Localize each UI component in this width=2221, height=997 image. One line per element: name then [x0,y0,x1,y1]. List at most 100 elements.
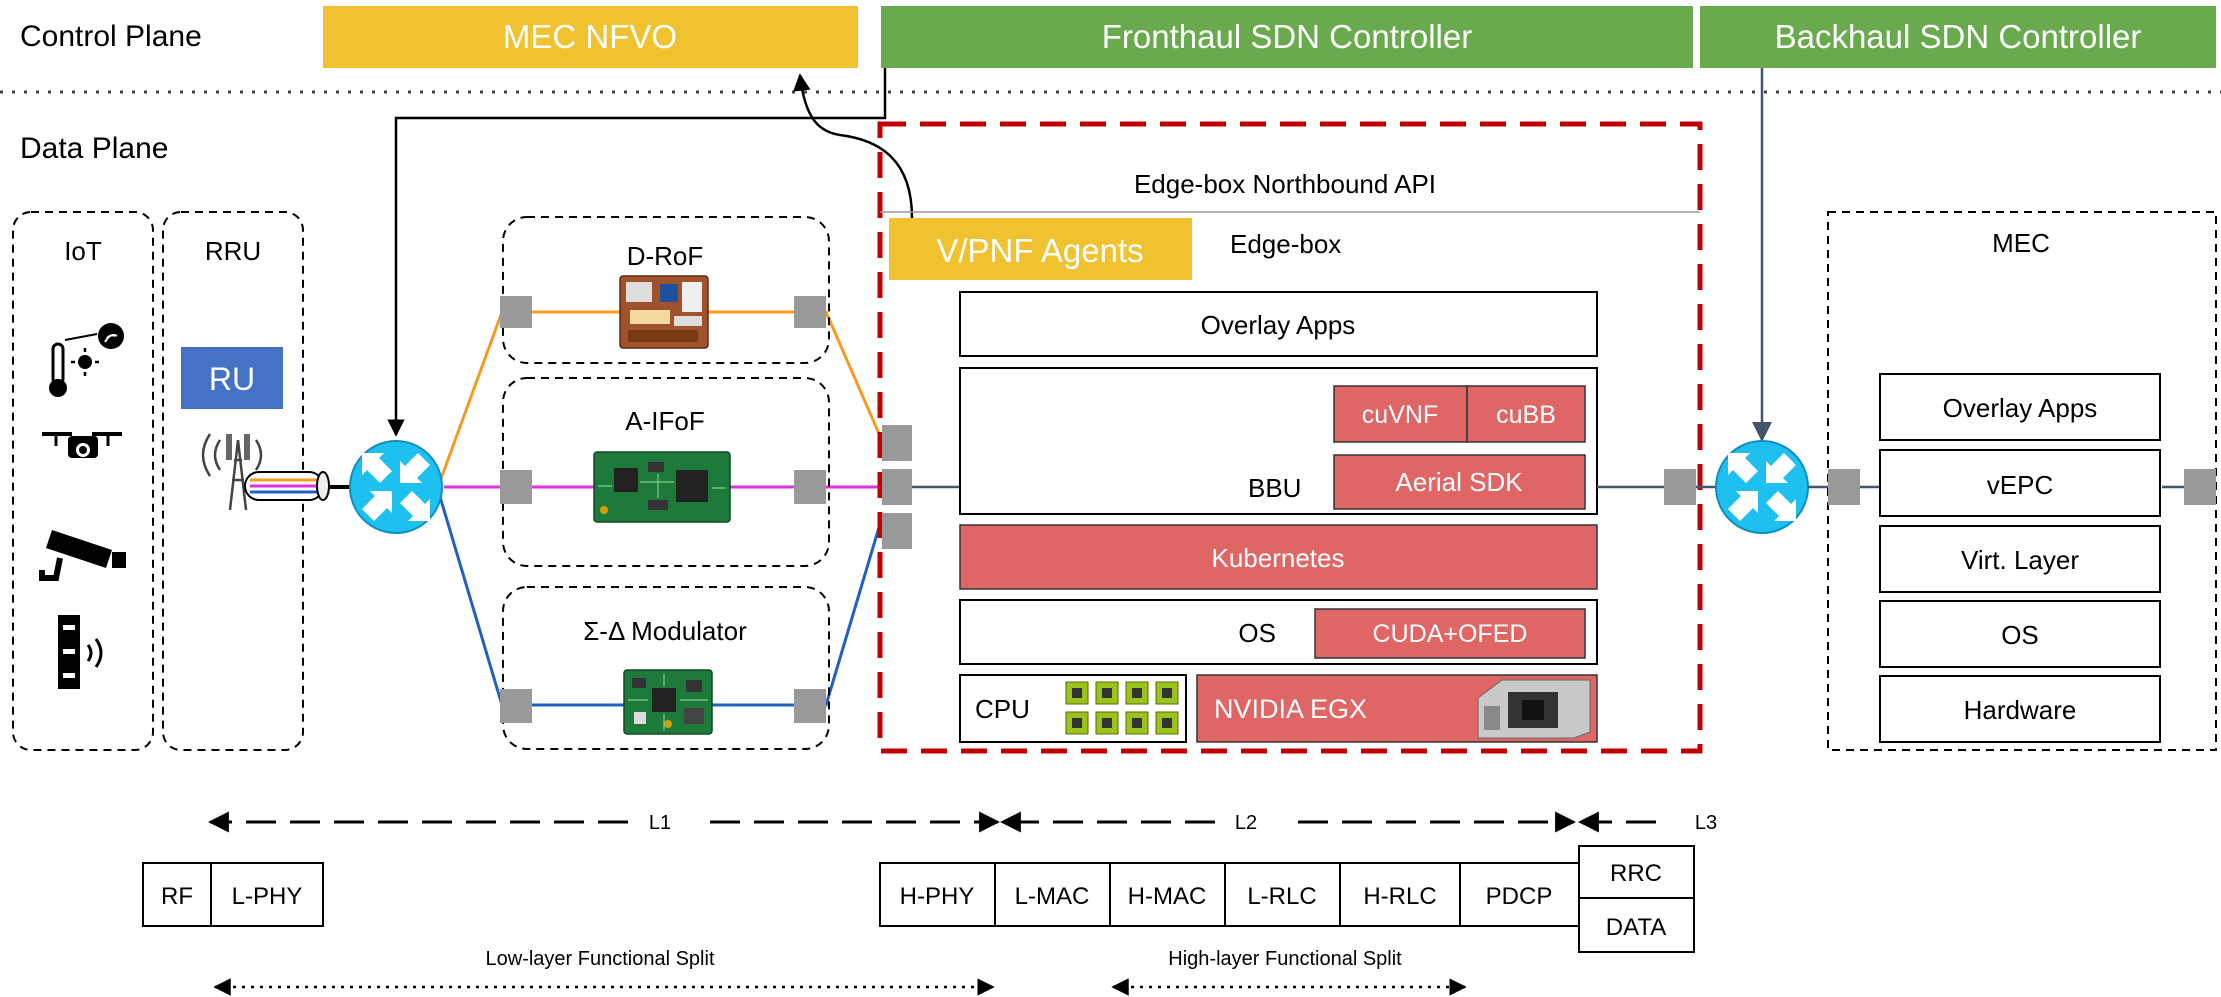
drone-icon [42,432,122,458]
stack-lmac-label: L-MAC [1015,883,1090,910]
edge-northbound-api-label: Edge-box Northbound API [1134,169,1436,199]
port-square [882,513,912,549]
overlay-apps-box[interactable]: Overlay Apps [959,291,1598,357]
protocol-stack: RF L-PHY H-PHY L-MAC H-MAC L-RLC H-RLC [142,845,1695,953]
stack-data-label: DATA [1606,914,1666,941]
camera-icon [39,530,126,581]
circuit-board-icon [619,275,709,349]
iot-group: IoT [12,211,154,751]
nvidia-egx-box[interactable]: NVIDIA EGX [1196,674,1598,743]
layer-arrows: L1 L2 L3 [207,811,1717,834]
edge-box-group: Edge-box Northbound API V/PNF Agents Edg… [877,121,1703,754]
rru-title: RRU [205,236,261,266]
iot-title: IoT [64,236,102,266]
a-ifof-group: A-IFoF [500,377,830,567]
l1-label: L1 [649,812,671,834]
os-label: OS [1238,618,1276,648]
mec-os-box[interactable]: OS [1879,600,2161,668]
a-ifof-title: A-IFoF [625,406,704,436]
wireless-device-icon [58,615,103,689]
stack-hmac-label: H-MAC [1128,883,1207,910]
high-layer-split-label: High-layer Functional Split [1168,948,1402,970]
ru-label: RU [209,361,255,397]
mec-hardware-box[interactable]: Hardware [1879,675,2161,743]
mec-layer-label: Virt. Layer [1961,545,2079,575]
agents-to-nfvo-arrow [793,73,914,219]
stack-rrc: RRC [1578,845,1695,899]
port-square [500,296,532,328]
port-square [1828,469,1860,505]
bbu-label: BBU [1248,473,1301,503]
stack-rf-label: RF [161,883,193,910]
vpnf-agents-box[interactable]: V/PNF Agents [889,218,1192,280]
aerial-sdk-label: Aerial SDK [1395,467,1523,497]
mec-vepc-box[interactable]: vEPC [1879,449,2161,517]
fronthaul-sdn-controller-box[interactable]: Fronthaul SDN Controller [881,6,1693,68]
cuvnf-label: cuVNF [1362,401,1438,429]
backhaul-sdn-controller-box[interactable]: Backhaul SDN Controller [1700,6,2216,68]
fronthaul-sdn-controller-label: Fronthaul SDN Controller [1102,18,1472,55]
l2-label: L2 [1235,812,1257,834]
port-square [500,689,532,723]
cubb-box[interactable]: cuBB [1466,385,1586,443]
cpu-chip-icon [1065,681,1179,735]
circuit-board-icon [593,451,731,523]
gpu-card-icon [1477,679,1591,739]
circuit-board-icon [623,669,713,735]
vpnf-agents-label: V/PNF Agents [936,232,1143,269]
stack-hrlc-label: H-RLC [1363,883,1436,910]
mec-overlay-apps-box[interactable]: Overlay Apps [1879,373,2161,441]
sigma-delta-group: Σ-Δ Modulator [500,586,830,750]
edge-box-title: Edge-box [1230,229,1341,259]
cuvnf-box[interactable]: cuVNF [1333,385,1468,443]
cuda-ofed-box[interactable]: CUDA+OFED [1314,608,1586,659]
mec-layer-label: OS [2001,620,2039,650]
port-square [500,470,532,504]
rru-group: RRU RU [162,211,330,751]
port-square [794,470,826,504]
stack-rf: RF [142,862,212,927]
stack-pdcp-label: PDCP [1486,883,1553,910]
stack-l-mac: L-MAC [994,862,1111,927]
overlay-apps-label: Overlay Apps [1201,310,1356,340]
kubernetes-box[interactable]: Kubernetes [959,524,1598,590]
nvidia-egx-label: NVIDIA EGX [1214,694,1367,724]
sensor-icon [49,323,124,397]
stack-hphy-label: H-PHY [900,883,975,910]
port-square [2184,469,2216,505]
port-square [794,689,826,723]
mec-group: MEC Overlay Apps vEPC Virt. Layer OS Har… [1827,211,2217,751]
port-square [882,469,912,505]
bbu-box[interactable]: BBU cuVNF cuBB Aerial SDK [959,367,1598,515]
stack-data: DATA [1578,897,1695,953]
mec-layer-label: vEPC [1987,470,2053,500]
mec-layer-label: Overlay Apps [1943,393,2098,423]
cpu-label: CPU [975,694,1030,724]
stack-h-rlc: H-RLC [1339,862,1461,927]
port-square [882,425,912,461]
mec-nfvo-box[interactable]: MEC NFVO [323,6,858,68]
fiber-bundle-icon [244,471,330,501]
antenna-icon [201,433,263,511]
backhaul-router-icon[interactable] [1715,440,1809,534]
mec-layer-label: Hardware [1964,695,2077,725]
sigma-delta-title: Σ-Δ Modulator [583,616,747,646]
port-square [1664,469,1696,505]
control-plane-label: Control Plane [20,20,202,53]
os-box[interactable]: OS CUDA+OFED [959,599,1598,665]
stack-rrc-label: RRC [1610,860,1662,887]
router-icon[interactable] [349,440,443,534]
stack-h-mac: H-MAC [1109,862,1226,927]
low-layer-split-label: Low-layer Functional Split [486,948,715,970]
stack-h-phy: H-PHY [879,862,996,927]
stack-lrlc-label: L-RLC [1247,883,1316,910]
stack-pdcp: PDCP [1459,862,1580,927]
stack-l-phy: L-PHY [210,862,324,927]
ru-box[interactable]: RU [181,347,283,409]
mec-virt-layer-box[interactable]: Virt. Layer [1879,525,2161,593]
aerial-sdk-box[interactable]: Aerial SDK [1333,454,1586,510]
mec-nfvo-label: MEC NFVO [503,18,677,55]
cpu-box[interactable]: CPU [959,674,1187,743]
l3-label: L3 [1695,812,1717,834]
